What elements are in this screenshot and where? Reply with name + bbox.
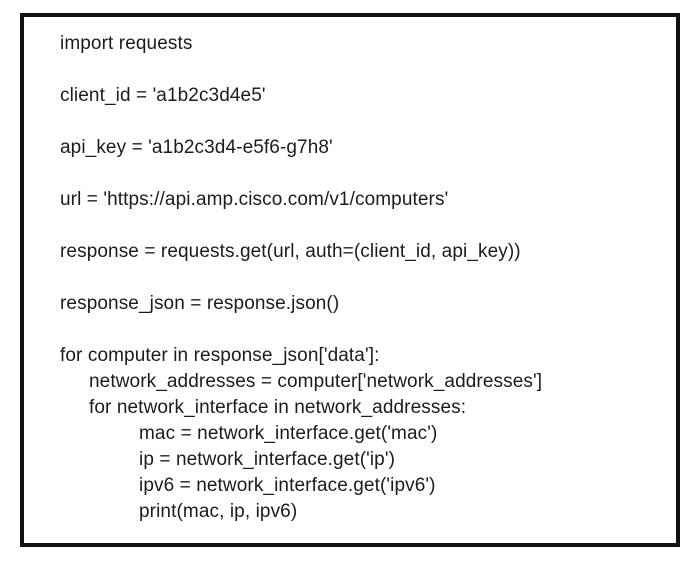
code-line-for-interface: for network_interface in network_address…	[89, 397, 467, 418]
code-block: import requests client_id = 'a1b2c3d4e5'…	[24, 17, 676, 525]
code-line-api-key: api_key = 'a1b2c3d4-e5f6-g7h8'	[60, 137, 333, 158]
code-line-response: response = requests.get(url, auth=(clien…	[60, 241, 521, 262]
code-line-ip: ip = network_interface.get('ip')	[139, 449, 395, 470]
code-line-ipv6: ipv6 = network_interface.get('ipv6')	[139, 475, 436, 496]
code-line-mac: mac = network_interface.get('mac')	[139, 423, 438, 444]
code-line-network-addresses: network_addresses = computer['network_ad…	[89, 371, 543, 392]
code-box: import requests client_id = 'a1b2c3d4e5'…	[20, 13, 680, 547]
code-line-url: url = 'https://api.amp.cisco.com/v1/comp…	[60, 189, 449, 210]
code-line-for-computer: for computer in response_json['data']:	[60, 345, 380, 366]
code-line-response-json: response_json = response.json()	[60, 293, 340, 314]
code-line-import: import requests	[60, 33, 193, 54]
code-line-client-id: client_id = 'a1b2c3d4e5'	[60, 85, 266, 106]
code-line-print: print(mac, ip, ipv6)	[139, 501, 298, 522]
